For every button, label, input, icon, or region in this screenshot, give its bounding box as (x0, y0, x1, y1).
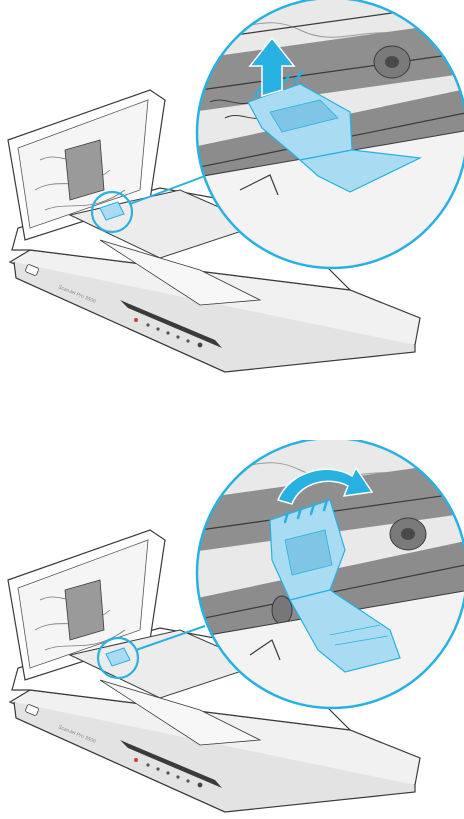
step-1-illustration: ScanJet Pro 3500 (0, 0, 464, 380)
step-2-svg: ScanJet Pro 3500 (0, 440, 464, 819)
step-1-svg: ScanJet Pro 3500 (0, 0, 464, 380)
step-2-illustration: ScanJet Pro 3500 (0, 440, 464, 819)
